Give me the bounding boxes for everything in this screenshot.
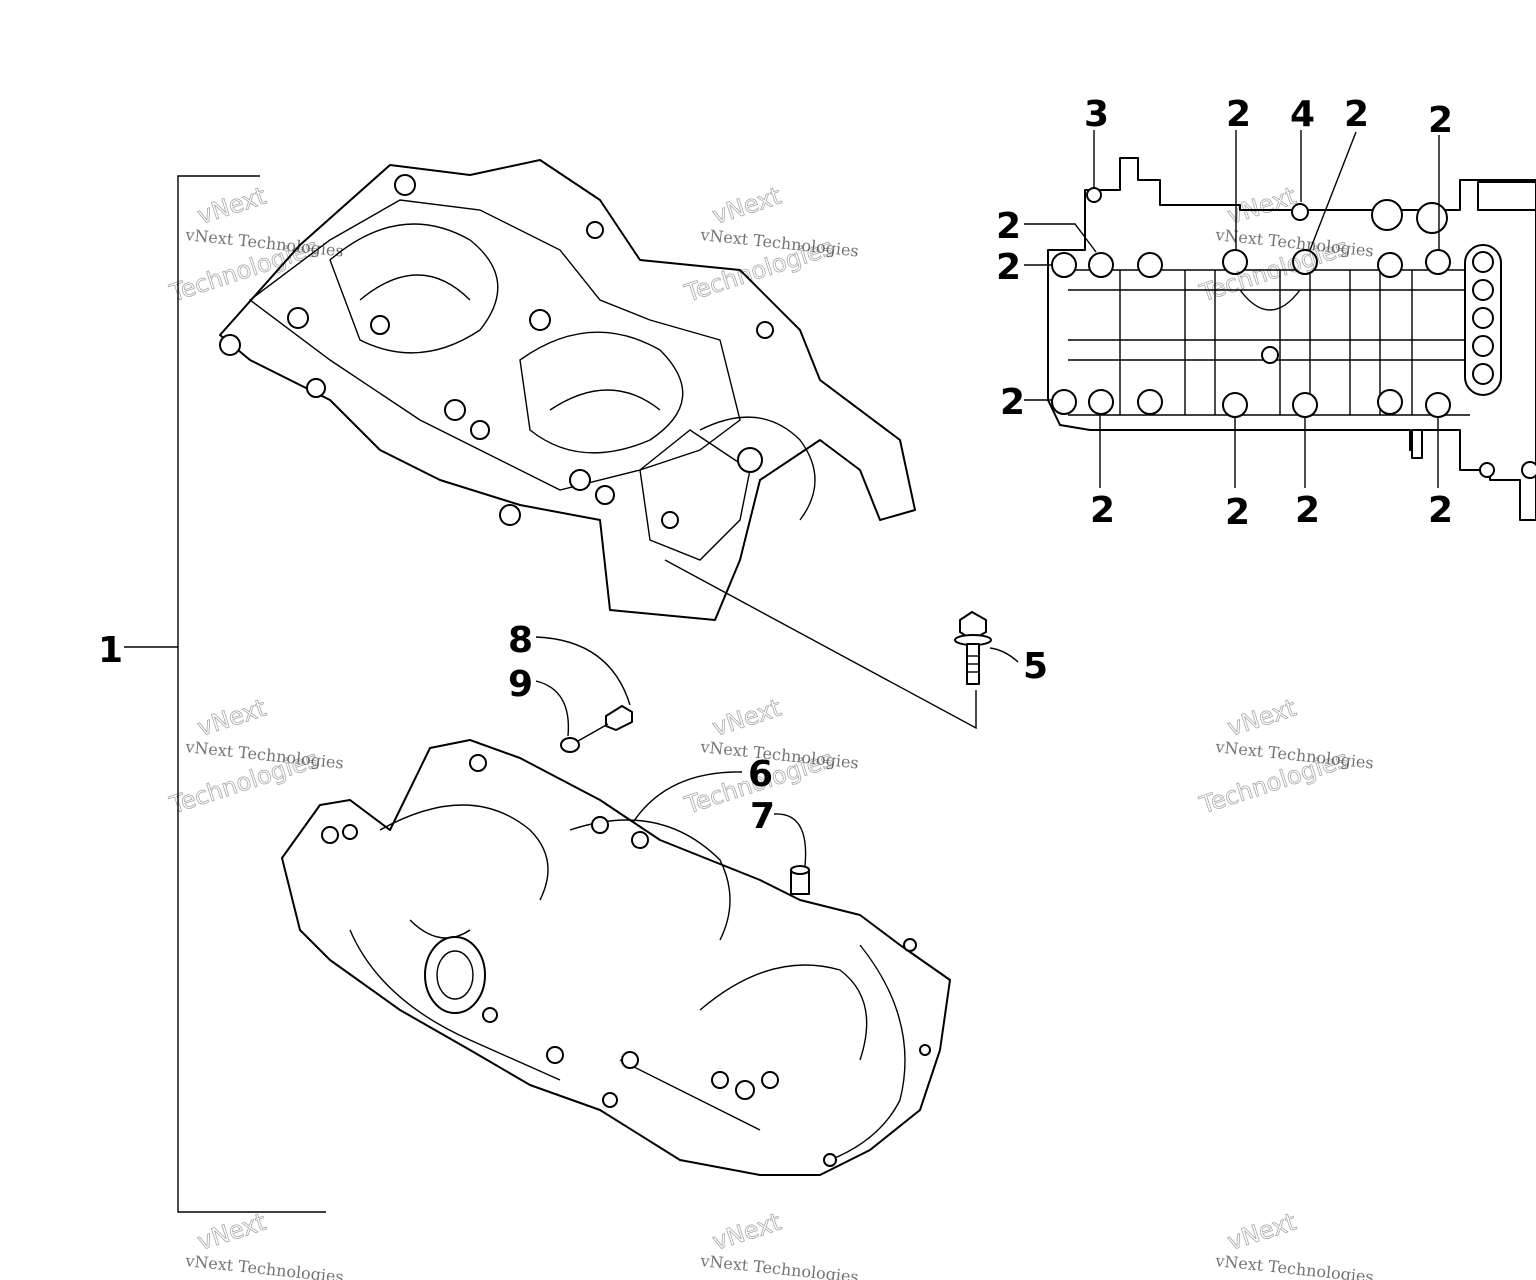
crankcase-top-view-detail	[1047, 157, 1536, 521]
flange-bolt-part	[954, 611, 1019, 685]
callout-2: 2	[1344, 94, 1369, 135]
callout-2: 2	[996, 206, 1021, 247]
callout-7: 7	[750, 796, 775, 837]
callout-1: 1	[98, 630, 123, 671]
watermark-text: vNext	[194, 1208, 269, 1256]
watermark-tile: vNext Technologies vNext Technologies	[680, 181, 859, 308]
callout-8: 8	[508, 620, 533, 661]
upper-crankcase-half	[219, 159, 916, 621]
callout-9: 9	[508, 664, 533, 705]
watermark-text: vNext	[709, 182, 784, 230]
watermark-tile: vNext Technologies vNext	[699, 1207, 860, 1280]
callout-6: 6	[748, 754, 773, 795]
drain-plug-and-washer	[535, 636, 633, 753]
callout-2: 2	[1225, 492, 1250, 533]
callout-2: 2	[996, 247, 1021, 288]
lower-crankcase-half	[281, 739, 951, 1176]
watermark-tile: vNext Technologies vNext	[1214, 1207, 1375, 1280]
watermark-text: vNext	[194, 182, 269, 230]
watermark-tile: vNext Technologies vNext	[184, 1207, 345, 1280]
callout-2: 2	[1000, 382, 1025, 423]
watermark-text: vNext	[1224, 1208, 1299, 1256]
watermark-text: vNext	[709, 1208, 784, 1256]
leader-line-5	[664, 559, 977, 730]
callout-2: 2	[1295, 490, 1320, 531]
watermark-text: vNext	[1224, 694, 1299, 742]
callout-2: 2	[1090, 490, 1115, 531]
callout-labels: 1 3 2 4 2 2 2 2 2 2 2 2 2 5 8 9 6 7	[98, 94, 1453, 837]
watermark-text: vNext	[709, 694, 784, 742]
callout-3: 3	[1084, 94, 1109, 135]
watermark-text: vNext Technologies	[1214, 1251, 1375, 1280]
callout-2: 2	[1428, 100, 1453, 141]
watermark-text: vNext	[194, 694, 269, 742]
watermark-tile: vNext Technologies vNext Technologies	[165, 693, 344, 820]
callout-5: 5	[1023, 646, 1048, 687]
detail-leader-lines	[1024, 130, 1440, 488]
watermark-tile: vNext Technologies vNext Technologies	[1195, 693, 1374, 820]
watermark-text: vNext Technologies	[699, 1251, 860, 1280]
callout-2: 2	[1226, 94, 1251, 135]
callout-2: 2	[1428, 490, 1453, 531]
watermark-text: vNext Technologies	[184, 1251, 345, 1280]
assembly-bracket	[124, 175, 326, 1213]
callout-4: 4	[1290, 94, 1315, 135]
